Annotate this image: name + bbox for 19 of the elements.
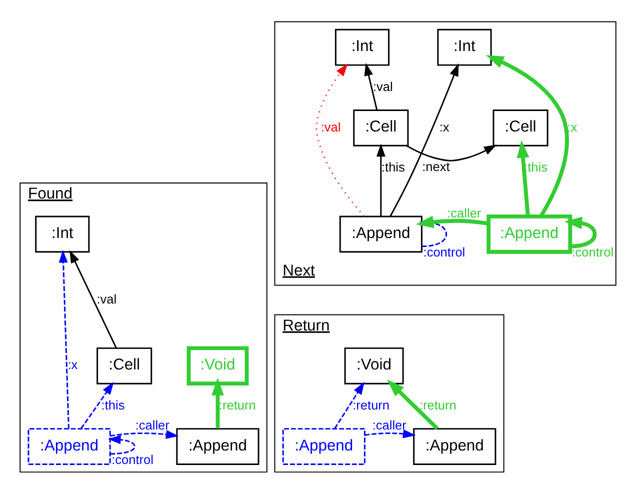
edge-label: :return	[352, 398, 390, 413]
edge-label: :val	[96, 291, 117, 306]
edge-label: :this	[524, 160, 548, 175]
edge-label: :val	[320, 119, 341, 134]
edge-label: :control	[423, 244, 466, 260]
edge-label: :caller	[135, 418, 170, 433]
edge-label: :return	[218, 398, 256, 413]
edge-label: :control	[112, 452, 154, 468]
edge-label: :caller	[372, 418, 406, 433]
edge-label: :this	[382, 160, 405, 175]
edge-label: :next	[422, 158, 450, 174]
edge-label: :x	[567, 119, 578, 134]
edge-label: :x	[68, 357, 78, 372]
edge-label: :x	[439, 119, 450, 134]
edge-label: :caller	[447, 205, 482, 220]
edge-label: :this	[101, 398, 125, 413]
edge-label: :return	[419, 398, 456, 413]
edge-label: :control	[572, 244, 614, 260]
edge-label: :val	[372, 79, 393, 94]
